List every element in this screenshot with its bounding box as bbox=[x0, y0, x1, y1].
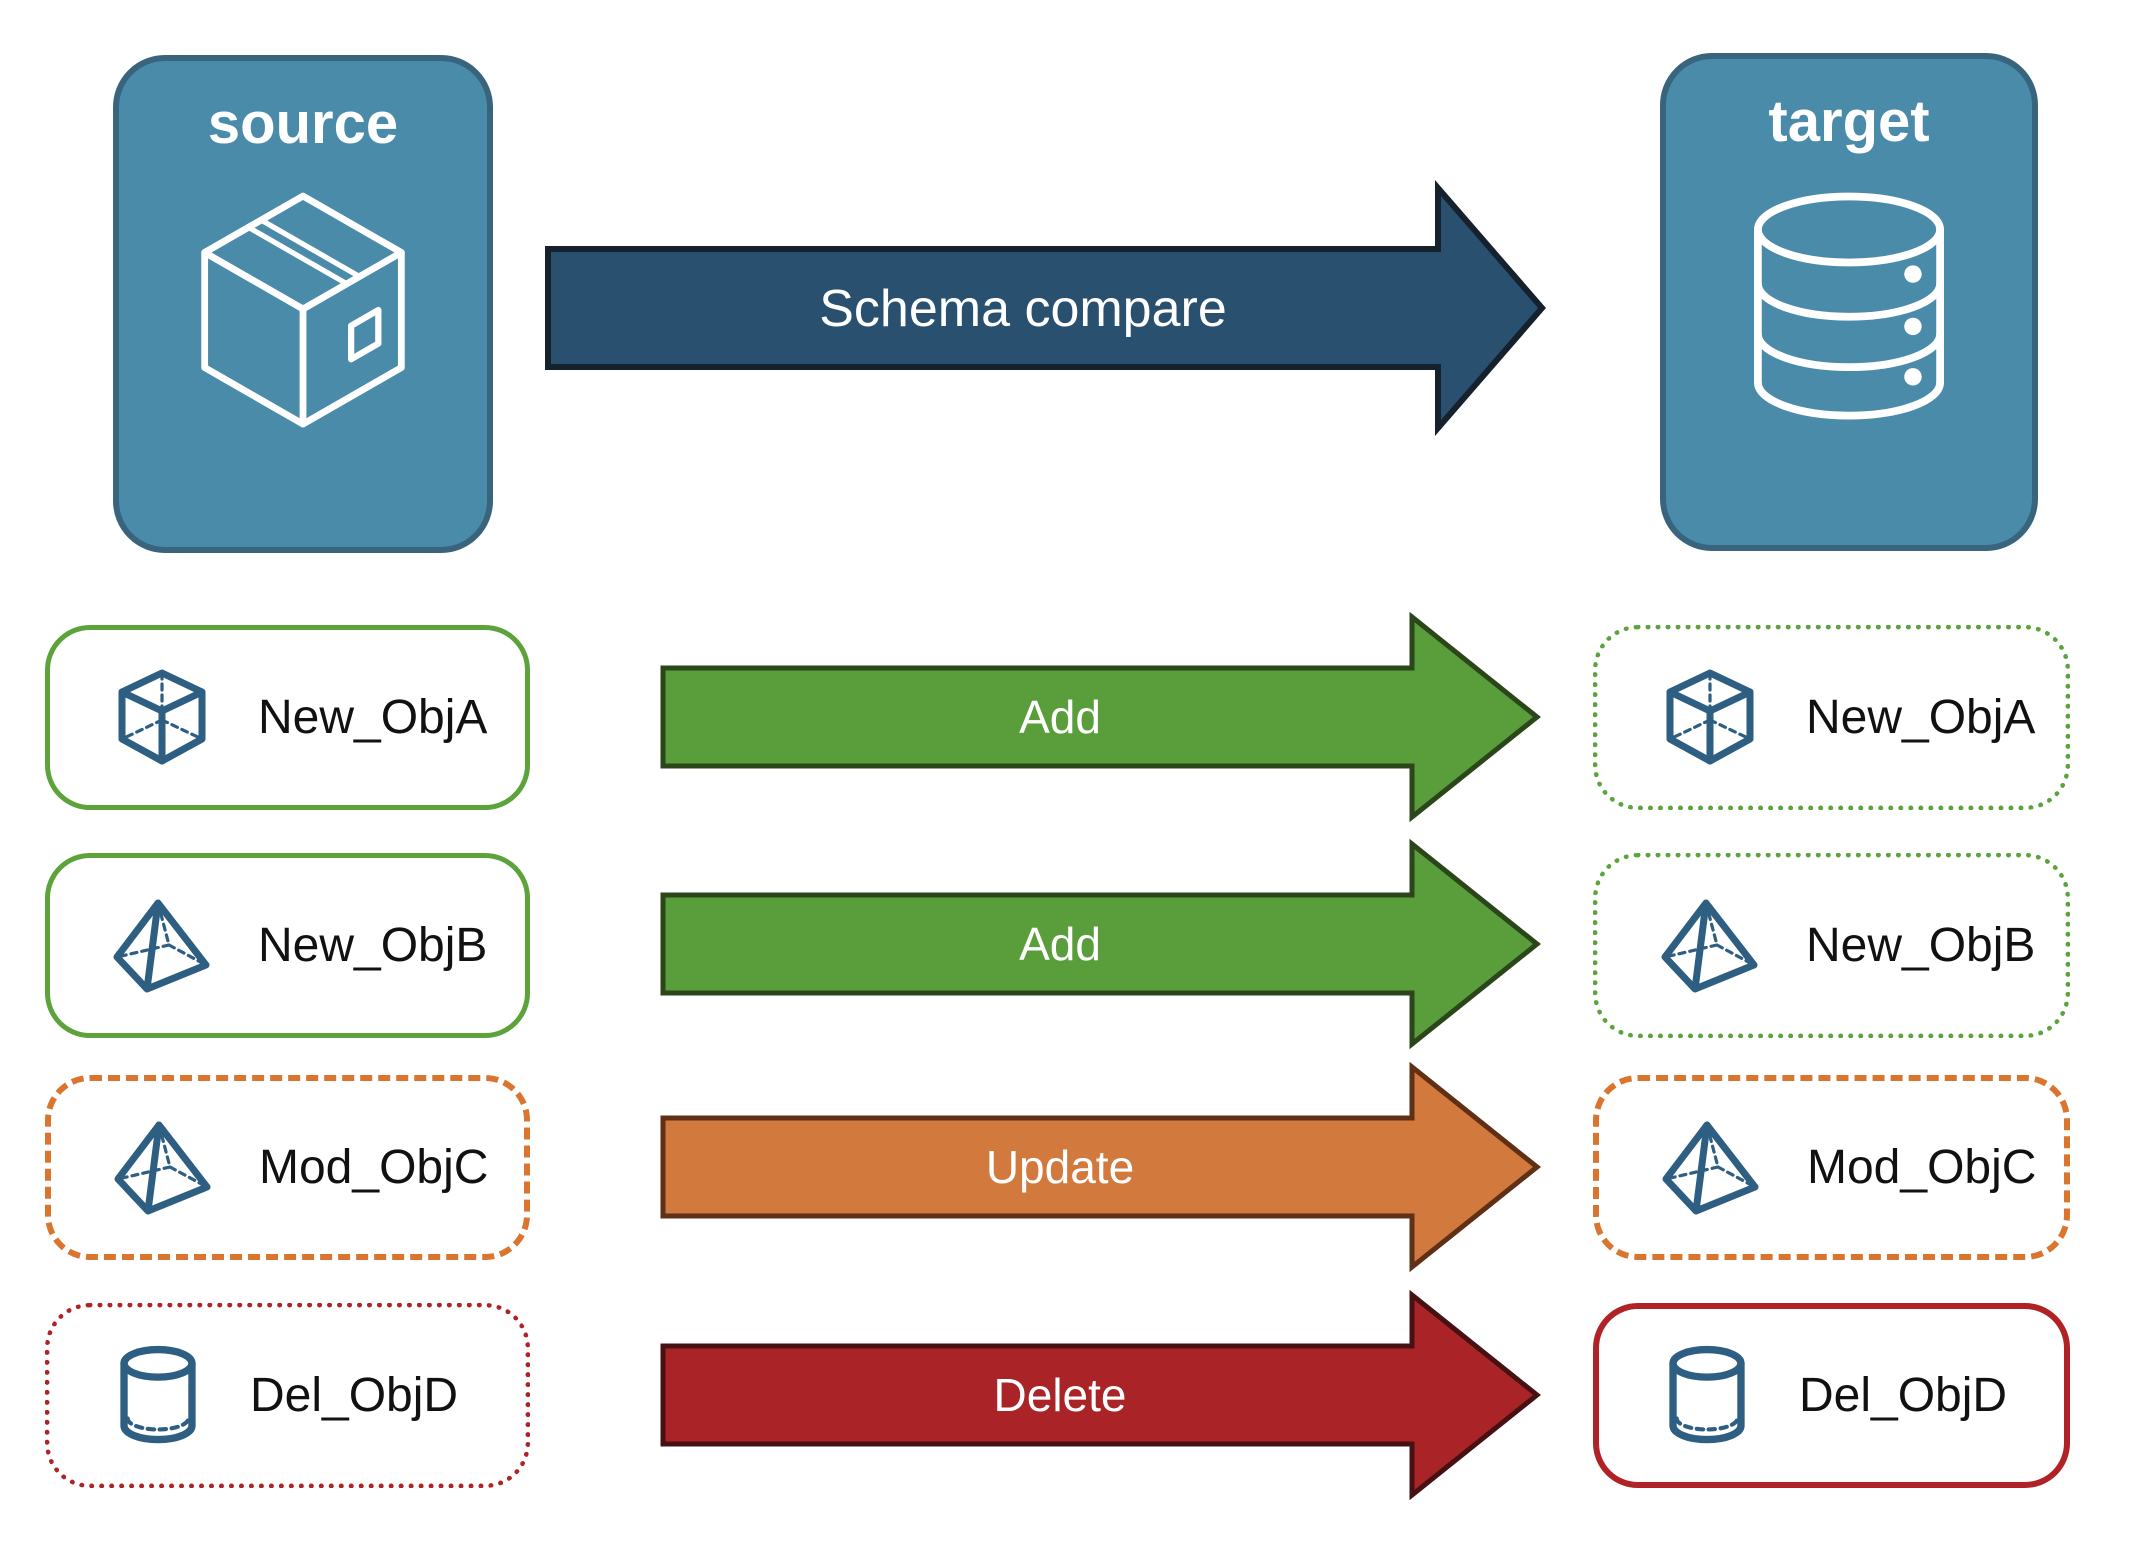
pyramid-icon bbox=[1661, 899, 1758, 992]
target-node: target bbox=[1660, 53, 2038, 551]
package-icon-lines bbox=[201, 192, 405, 428]
pyramid-icon bbox=[1662, 1121, 1759, 1214]
target-node-label: target bbox=[1768, 89, 1930, 154]
add-arrow-shape bbox=[660, 838, 1542, 1050]
target-item-mod-objc: Mod_ObjC bbox=[1593, 1075, 2070, 1260]
update-arrow: Update bbox=[660, 1061, 1542, 1273]
target-item-new-objb: New_ObjB bbox=[1593, 853, 2070, 1038]
target-item-label: New_ObjB bbox=[1806, 919, 2036, 972]
schema-compare-arrow: Schema compare bbox=[545, 179, 1546, 437]
source-item-label: Del_ObjD bbox=[250, 1369, 459, 1422]
database-icon bbox=[1754, 192, 1944, 420]
source-item-label: New_ObjB bbox=[258, 919, 488, 972]
cylinder-icon bbox=[1669, 1345, 1745, 1444]
add-arrow-row1: Add bbox=[660, 611, 1542, 823]
target-item-label: New_ObjA bbox=[1806, 691, 2036, 744]
target-item-new-obja: New_ObjA bbox=[1593, 625, 2070, 810]
target-item-del-objd: Del_ObjD bbox=[1593, 1303, 2070, 1488]
schema-compare-arrow-shape bbox=[545, 179, 1546, 437]
delete-arrow: Delete bbox=[660, 1289, 1542, 1501]
package-icon bbox=[201, 192, 405, 428]
schema-compare-arrow-label: Schema compare bbox=[819, 280, 1227, 338]
delete-arrow-shape bbox=[660, 1289, 1542, 1501]
source-node-label: source bbox=[207, 91, 399, 156]
add-arrow-shape bbox=[660, 611, 1542, 823]
cube-icon bbox=[118, 669, 206, 764]
database-icon-dots bbox=[1904, 265, 1922, 386]
source-item-mod-objc: Mod_ObjC bbox=[45, 1075, 530, 1260]
source-item-del-objd: Del_ObjD bbox=[45, 1303, 530, 1488]
source-node: source bbox=[113, 55, 493, 553]
update-arrow-shape bbox=[660, 1061, 1542, 1273]
pyramid-icon bbox=[113, 899, 210, 992]
cylinder-icon bbox=[120, 1345, 196, 1444]
update-arrow-label: Update bbox=[986, 1141, 1134, 1193]
add-arrow-row2: Add bbox=[660, 838, 1542, 1050]
pyramid-icon bbox=[114, 1121, 211, 1214]
source-item-label: New_ObjA bbox=[258, 691, 488, 744]
source-item-new-objb: New_ObjB bbox=[45, 853, 530, 1038]
target-item-label: Del_ObjD bbox=[1799, 1369, 2008, 1422]
target-item-label: Mod_ObjC bbox=[1807, 1141, 2037, 1194]
add-arrow-label: Add bbox=[1019, 691, 1101, 743]
add-arrow-label: Add bbox=[1019, 918, 1101, 970]
database-icon-lines bbox=[1754, 192, 1944, 420]
delete-arrow-label: Delete bbox=[994, 1369, 1127, 1421]
source-item-new-obja: New_ObjA bbox=[45, 625, 530, 810]
cube-icon bbox=[1666, 669, 1754, 764]
source-item-label: Mod_ObjC bbox=[259, 1141, 489, 1194]
